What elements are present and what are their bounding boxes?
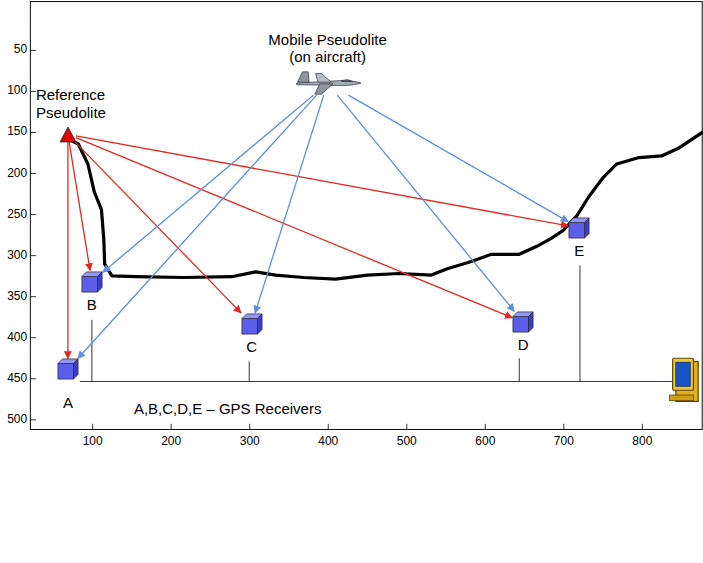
axis-tick (30, 173, 36, 174)
plane-face (315, 74, 331, 83)
signal-arrow (255, 95, 324, 313)
gps-receiver: E (568, 217, 590, 239)
signal-arrow (75, 142, 241, 313)
pseudolite-label: Reference Pseudolite (36, 86, 116, 121)
pseudolite-label: Mobile Pseudolite (on aircraft) (262, 31, 394, 66)
drop-wire (519, 358, 520, 381)
plot-frame (30, 2, 702, 430)
axis-tick (171, 424, 172, 430)
axis-tick-label: 150 (7, 126, 27, 140)
cube-outline (568, 217, 590, 239)
axis-tick (406, 424, 407, 430)
axis-tick (30, 91, 36, 92)
axis-tick-label: 100 (83, 435, 103, 449)
computer-icon (669, 358, 698, 401)
cube-outline (241, 313, 263, 335)
cube-face (73, 359, 78, 379)
axis-tick-label: 50 (14, 43, 27, 57)
drop-wire (249, 361, 250, 381)
axis-tick (30, 378, 36, 379)
cube-face (242, 318, 258, 334)
axis-tick-label: 300 (7, 249, 27, 263)
axis-tick (30, 296, 36, 297)
cube-face (97, 271, 102, 291)
axis-tick (563, 424, 564, 430)
signal-arrow (69, 142, 90, 271)
gps-receiver: B (81, 271, 103, 293)
computer-screen (676, 362, 690, 386)
axis-tick-label: 300 (240, 435, 260, 449)
computer-monitor (673, 358, 694, 390)
signal-arrow (348, 95, 568, 221)
axis-tick-label: 600 (475, 435, 495, 449)
axis-tick (485, 424, 486, 430)
signal-arrow (103, 95, 313, 272)
signal-arrow (76, 138, 512, 318)
plane-outline (295, 71, 361, 95)
signal-arrow (76, 136, 568, 226)
axis-tick (30, 132, 36, 133)
receiver-letter: C (246, 338, 257, 355)
gps-receiver: A (57, 358, 79, 380)
plane-face (314, 84, 332, 94)
axis-tick-label: 450 (7, 372, 27, 386)
receiver-letter: A (63, 394, 73, 411)
axis-tick (328, 424, 329, 430)
cube-face (569, 222, 585, 238)
axis-tick-label: 700 (554, 435, 574, 449)
signal-arrow (78, 95, 317, 358)
reference-pseudolite: Reference Pseudolite (60, 127, 76, 142)
axis-tick (249, 424, 250, 430)
receiver-letter: B (87, 296, 97, 313)
axis-tick-label: 200 (161, 435, 181, 449)
axis-tick-label: 500 (7, 413, 27, 427)
cube-outline (512, 311, 534, 333)
signal-arrow (67, 142, 68, 359)
cube-face (585, 218, 590, 238)
axis-tick (92, 424, 93, 430)
axis-tick-label: 200 (7, 167, 27, 181)
axis-tick-label: 400 (318, 435, 338, 449)
bus-line (80, 381, 675, 382)
triangle-face (60, 127, 76, 142)
axis-tick (30, 214, 36, 215)
computer-keyboard (669, 395, 693, 401)
plane-face (341, 80, 353, 82)
plane-face (297, 72, 309, 82)
cube-face (513, 317, 529, 333)
cube-face (58, 364, 74, 380)
drop-wire (91, 320, 92, 382)
axis-tick-label: 500 (397, 435, 417, 449)
axis-tick-label: 350 (7, 290, 27, 304)
cube-face (82, 276, 98, 292)
axis-tick (30, 50, 36, 51)
axis-tick-label: 800 (632, 435, 652, 449)
receiver-wires (80, 266, 675, 382)
signal-arrow (337, 95, 514, 311)
drop-wire (579, 266, 580, 382)
legend-note: A,B,C,D,E – GPS Receivers (134, 401, 322, 418)
axis-tick (642, 424, 643, 430)
receiver-letter: D (518, 336, 529, 353)
axis-tick-label: 400 (7, 331, 27, 345)
cube-face (257, 314, 262, 334)
gps-receiver: C (241, 313, 263, 335)
gps-receiver: D (512, 311, 534, 333)
axis-tick (30, 337, 36, 338)
axis-tick-label: 250 (7, 208, 27, 222)
cube-outline (81, 271, 103, 293)
cube-face (529, 312, 534, 332)
aircraft-pseudolite: Mobile Pseudolite (on aircraft) (295, 71, 361, 95)
cube-outline (57, 358, 79, 380)
axis-tick (30, 255, 36, 256)
triangle-outline (60, 127, 76, 142)
axis-tick (30, 419, 36, 420)
receiver-letter: E (574, 242, 584, 259)
axis-tick-label: 100 (7, 85, 27, 99)
